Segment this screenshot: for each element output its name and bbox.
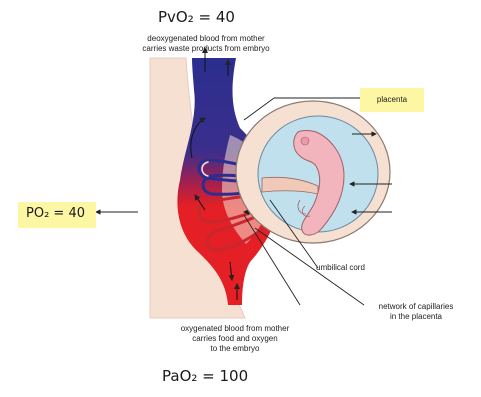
tissue-po2-annotation: PO₂ = 40 [26,206,85,221]
oxygenated-line-3: to the embryo [150,344,320,354]
placenta-label: placenta [362,95,422,105]
capillaries-line-2: in the placenta [366,312,466,322]
deoxygenated-line-2: carries waste products from embryo [116,44,296,54]
capillaries-line-1: network of capillaries [366,302,466,312]
deoxygenated-blood-label: deoxygenated blood from mother carries w… [116,34,296,54]
capillaries-label: network of capillaries in the placenta [366,302,466,322]
arterial-po2-annotation: PaO₂ = 100 [162,367,248,385]
umbilical-cord-label: umbilical cord [316,263,396,273]
oxygenated-line-2: carries food and oxygen [150,334,320,344]
oxygenated-line-1: oxygenated blood from mother [150,324,320,334]
oxygenated-blood-label: oxygenated blood from mother carries foo… [150,324,320,354]
venous-po2-annotation: PvO₂ = 40 [158,8,235,26]
deoxygenated-line-1: deoxygenated blood from mother [116,34,296,44]
